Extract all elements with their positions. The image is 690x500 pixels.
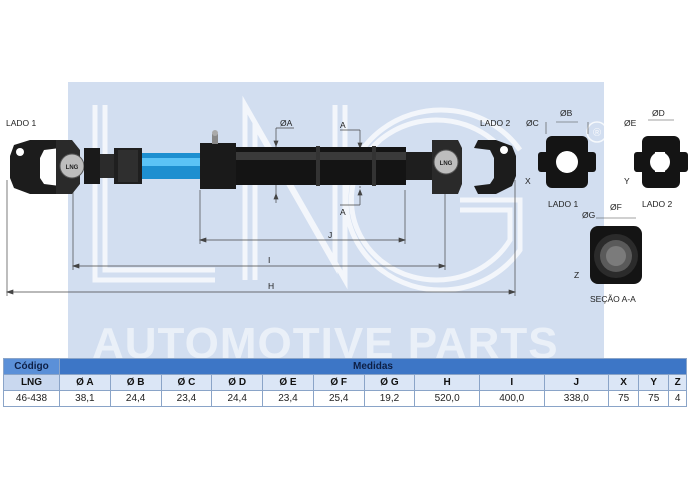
value-cell: 4	[668, 390, 687, 407]
column-header: Y	[638, 374, 670, 391]
technical-drawing: ® AUTOMOTIVE PARTS	[5, 82, 688, 360]
column-header: Ø F	[312, 374, 365, 391]
value-cell: 24,4	[211, 390, 264, 407]
column-header: Z	[668, 374, 687, 391]
value-cell: 75	[608, 390, 640, 407]
label-lado1-section: LADO 1	[548, 199, 579, 209]
side-view-lado2	[634, 119, 688, 188]
value-cell: 23,4	[160, 390, 213, 407]
code-cell: 46-438	[3, 390, 60, 407]
left-yoke	[10, 140, 60, 194]
label-dim-c: ØC	[526, 118, 539, 128]
section-view-aa	[590, 217, 642, 284]
label-y: Y	[624, 176, 630, 186]
value-cell: 520,0	[414, 390, 480, 407]
side-view-lado1	[538, 121, 596, 188]
column-header: Ø E	[262, 374, 314, 391]
column-header: Ø C	[160, 374, 213, 391]
measures-header: Medidas	[59, 358, 687, 375]
driveshaft: LNG LNG	[10, 130, 516, 194]
dimension-lines	[5, 127, 517, 296]
column-header: J	[543, 374, 610, 391]
value-cell: 38,1	[59, 390, 111, 407]
label-x: X	[525, 176, 531, 186]
right-yoke-logo: LNG	[440, 161, 453, 167]
label-dim-e: ØE	[624, 118, 637, 128]
value-cell: 338,0	[543, 390, 610, 407]
label-i: I	[268, 255, 270, 265]
label-lado2-section: LADO 2	[642, 199, 673, 209]
label-dim-a: ØA	[280, 118, 293, 128]
watermark-registered: ®	[593, 127, 601, 139]
label-h: H	[268, 281, 274, 291]
column-header: Ø A	[59, 374, 111, 391]
label-secao: SEÇÃO A-A	[590, 294, 636, 304]
label-j: J	[328, 230, 332, 240]
value-cell: 19,2	[363, 390, 416, 407]
value-cell: 24,4	[109, 390, 162, 407]
label-dim-b: ØB	[560, 108, 573, 118]
left-yoke-logo: LNG	[66, 165, 79, 171]
code-header: Código	[3, 358, 60, 375]
value-cell: 400,0	[478, 390, 545, 407]
value-cell: 25,4	[312, 390, 365, 407]
watermark-tagline: AUTOMOTIVE PARTS	[92, 319, 559, 360]
column-header: Ø B	[109, 374, 162, 391]
label-lado1-left: LADO 1	[6, 118, 37, 128]
column-header: H	[414, 374, 480, 391]
label-dim-d: ØD	[652, 108, 665, 118]
column-header: X	[608, 374, 640, 391]
label-a-top: A	[340, 120, 346, 130]
value-cell: 75	[638, 390, 670, 407]
label-z: Z	[574, 270, 579, 280]
label-dim-f: ØF	[610, 202, 622, 212]
label-lado2-top: LADO 2	[480, 118, 511, 128]
value-cell: 23,4	[262, 390, 314, 407]
label-dim-g: ØG	[582, 210, 595, 220]
label-a-bottom: A	[340, 207, 346, 217]
column-header: Ø G	[363, 374, 416, 391]
brand-column-header: LNG	[3, 374, 60, 391]
column-header: Ø D	[211, 374, 264, 391]
drawing-labels: LADO 1 LADO 2 LADO 1 LADO 2 SEÇÃO A-A ØA…	[6, 108, 673, 304]
column-header: I	[478, 374, 545, 391]
